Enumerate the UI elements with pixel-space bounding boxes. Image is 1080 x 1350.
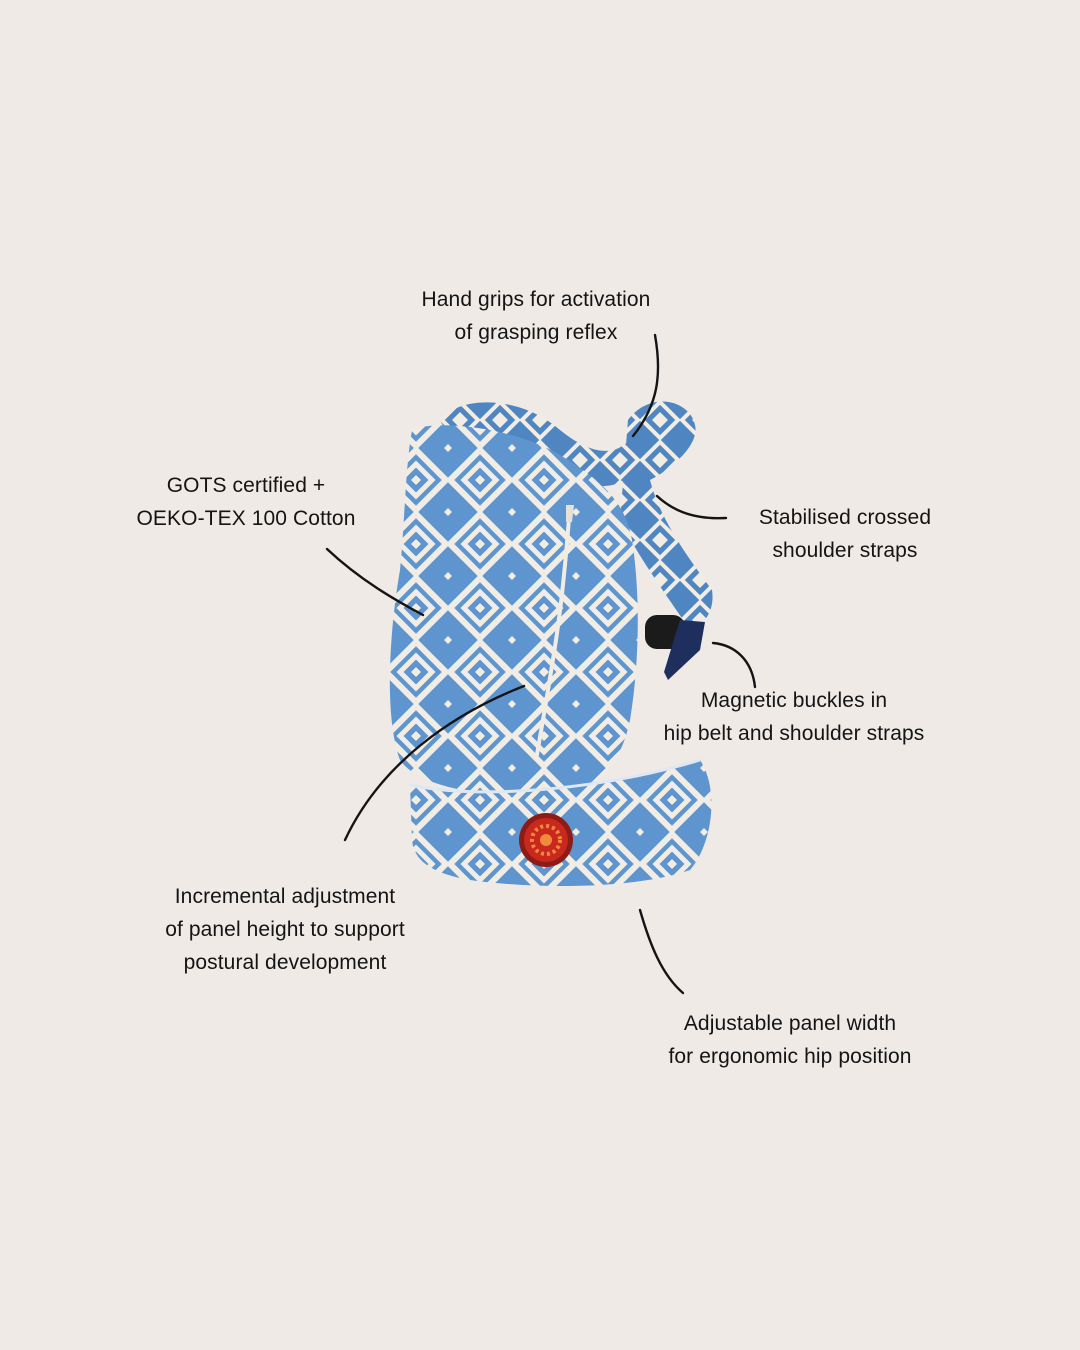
zipper-pull: [566, 505, 574, 522]
annotation-panel-width-line-2: for ergonomic hip position: [668, 1045, 912, 1068]
logo-patch: [519, 813, 573, 867]
zipper: [534, 504, 572, 761]
annotation-shoulder-straps-line-1: Stabilised crossed: [758, 506, 932, 529]
leader-line-gots: [325, 547, 425, 617]
annotation-shoulder-straps: Stabilised crossed shoulder straps: [735, 501, 955, 567]
annotation-hand-grips-line-2: of grasping reflex: [454, 321, 618, 344]
leader-line-magnetic-buckles: [711, 641, 757, 689]
annotation-panel-width: Adjustable panel width for ergonomic hip…: [640, 1007, 940, 1073]
leader-line-shoulder-straps: [655, 494, 728, 520]
shoulder-strap-right: [620, 401, 713, 630]
buckle-webbing: [664, 620, 705, 680]
annotation-panel-width-line-1: Adjustable panel width: [683, 1012, 897, 1035]
annotation-panel-height-line-3: postural development: [183, 951, 387, 974]
annotation-panel-height: Incremental adjustment of panel height t…: [135, 880, 435, 979]
annotation-gots-line-2: OEKO-TEX 100 Cotton: [136, 507, 356, 530]
annotation-shoulder-straps-line-2: shoulder straps: [772, 539, 918, 562]
annotation-gots-line-1: GOTS certified +: [166, 474, 326, 497]
leader-line-panel-height: [343, 684, 526, 842]
annotation-hand-grips-line-1: Hand grips for activation: [421, 288, 651, 311]
annotation-magnetic-buckles-line-2: hip belt and shoulder straps: [663, 722, 925, 745]
annotation-magnetic-buckles-line-1: Magnetic buckles in: [700, 689, 888, 712]
annotation-hand-grips: Hand grips for activation of grasping re…: [396, 283, 676, 349]
annotation-panel-height-line-1: Incremental adjustment: [174, 885, 396, 908]
annotation-magnetic-buckles: Magnetic buckles in hip belt and shoulde…: [634, 684, 954, 750]
annotation-panel-height-line-2: of panel height to support: [165, 918, 405, 941]
leader-line-hand-grips: [631, 333, 660, 438]
back-panel: [389, 425, 638, 797]
annotation-gots: GOTS certified + OEKO-TEX 100 Cotton: [116, 469, 376, 535]
leader-line-panel-width: [638, 908, 685, 995]
